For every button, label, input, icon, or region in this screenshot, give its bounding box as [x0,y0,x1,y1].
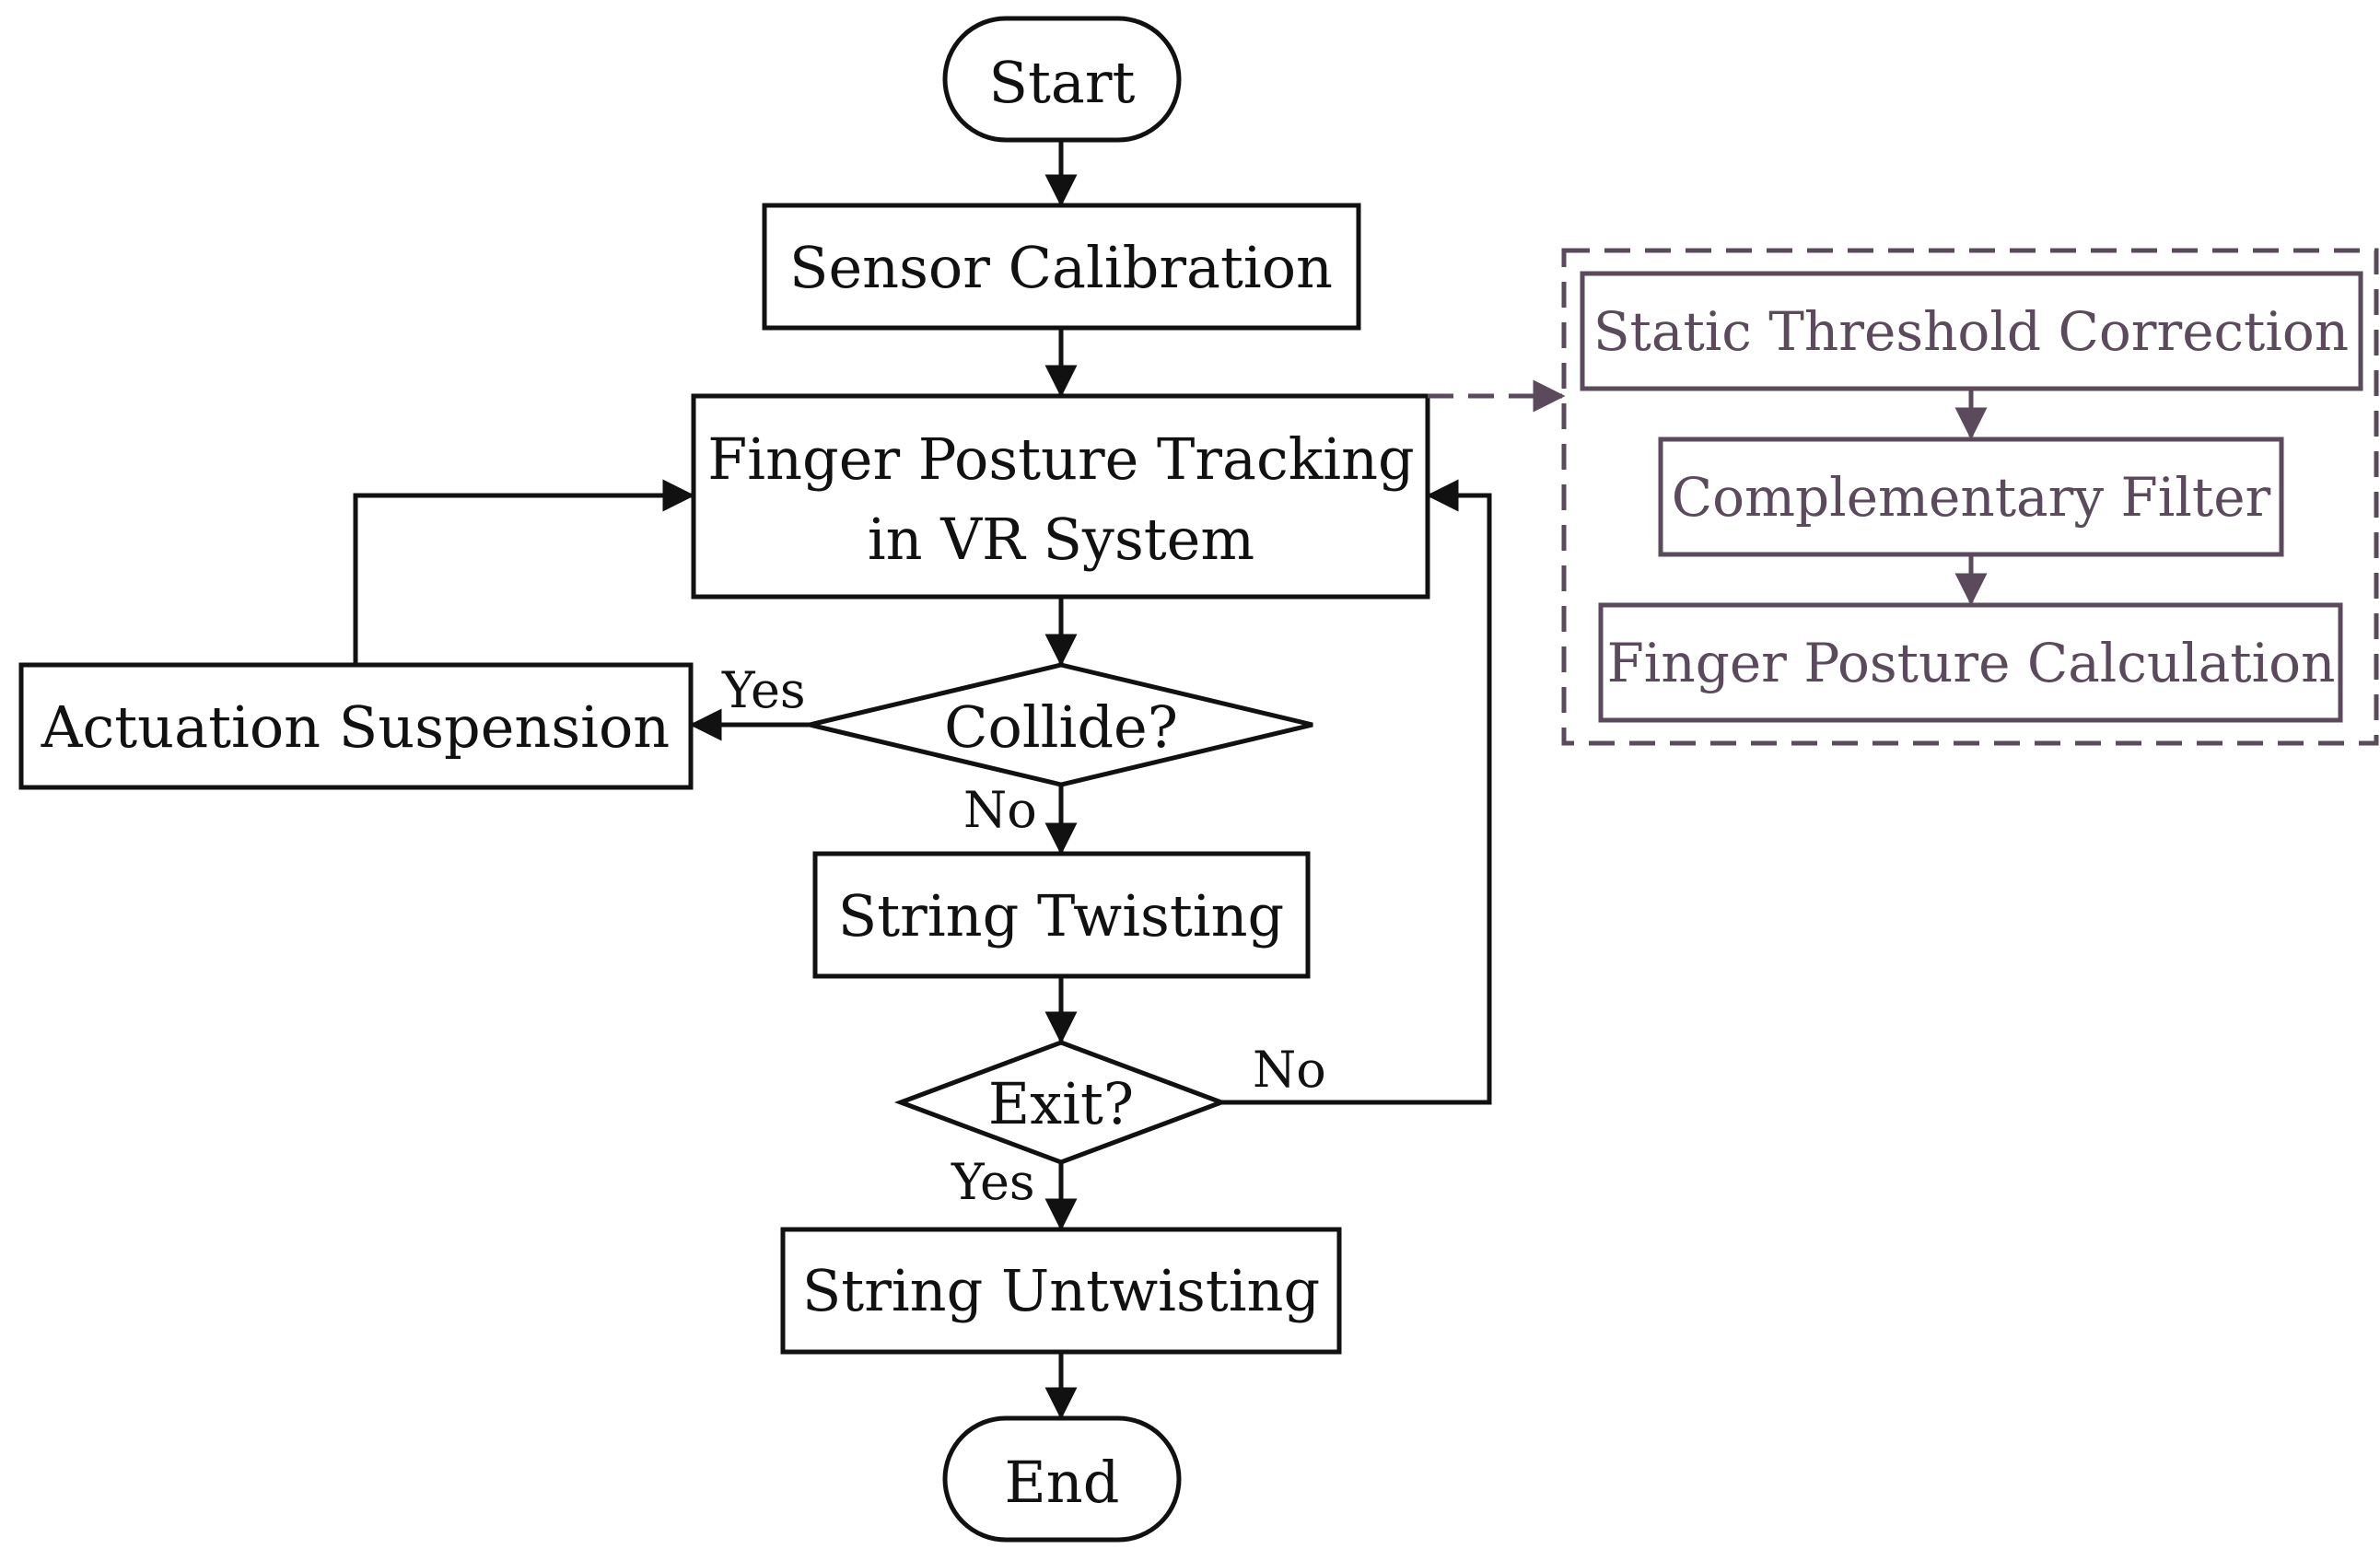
static-threshold-box [1580,271,2363,391]
actuation-suspension-box [18,662,694,790]
complementary-filter-box [1658,437,2284,557]
end-label: End [1005,1449,1120,1516]
end-node: End [942,1415,1182,1543]
static-threshold-label: Static Threshold Correction [1593,300,2349,363]
collide-yes-label: Yes [721,661,806,719]
string-untwisting-label: String Untwisting [802,1257,1320,1324]
complementary-filter-label: Complementary Filter [1672,466,2271,529]
arrow-suspension-back-to-tracking [353,479,695,665]
actuation-suspension-node: Actuation Suspension [18,662,694,790]
subprocess-dashed-frame [1561,248,2379,746]
finger-tracking-label-line1: Finger Posture Tracking [707,425,1414,493]
finger-tracking-label-line2: in VR System [868,506,1254,573]
posture-calculation-label: Finger Posture Calculation [1607,632,2336,694]
subprocess-group: Static Threshold Correction Complementar… [1428,248,2379,746]
actuation-suspension-label: Actuation Suspension [41,693,670,761]
arrow-exit-no-back-to-tracking [1221,479,1492,1105]
collide-label: Collide? [944,693,1178,761]
exit-yes-label: Yes [951,1153,1035,1211]
sensor-calibration-node: Sensor Calibration [762,203,1361,331]
start-node: Start [942,16,1182,143]
exit-label: Exit? [988,1070,1134,1137]
exit-decision: Exit? [893,1040,1229,1165]
string-twisting-node: String Twisting [812,851,1311,979]
exit-no-label: No [1253,1041,1326,1099]
sensor-calibration-label: Sensor Calibration [789,234,1333,301]
finger-tracking-node: Finger Posture Tracking in VR System [691,393,1430,600]
collide-no-label: No [963,781,1037,839]
sensor-calibration-box [762,203,1361,331]
collide-decision: Collide? [809,662,1313,787]
string-untwisting-node: String Untwisting [780,1227,1342,1355]
posture-calculation-box [1598,602,2343,723]
string-untwisting-box [780,1227,1342,1355]
start-label: Start [989,49,1136,116]
string-twisting-label: String Twisting [838,882,1284,949]
